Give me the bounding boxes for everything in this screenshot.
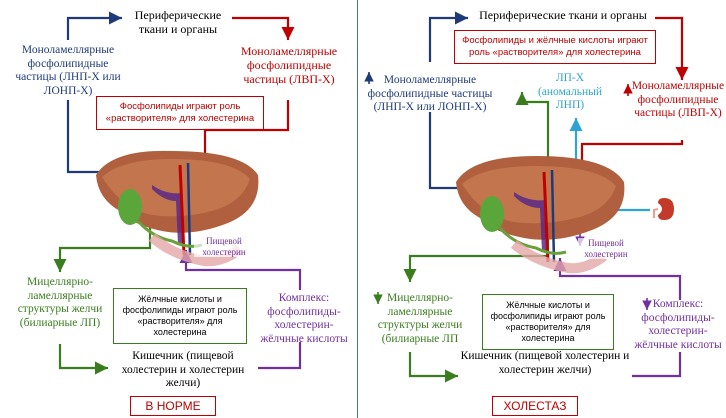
left-phospholipid-solvent-box: Фосфолипиды играют роль «растворителя» д… (96, 96, 264, 130)
right-micellar-node: Мицеллярно-ламеллярные структуры желчи (… (366, 292, 474, 346)
left-lnp-node: Моноламеллярные фосфолипидные частицы (Л… (6, 44, 130, 98)
left-lvp-node: Моноламеллярные фосфолипидные частицы (Л… (228, 44, 350, 86)
right-solvent-box: Фосфолипиды и жёлчные кислоты играют рол… (454, 30, 656, 64)
left-complex-node: Комплекс: фосфолипиды-холестерин-жёлчные… (256, 292, 352, 346)
right-lnp-node: Моноламеллярные фосфолипидные частицы (Л… (366, 74, 494, 115)
right-peripheral-tissues-node: Периферические ткани и органы (468, 8, 658, 22)
left-arrow-red-down (205, 18, 288, 162)
left-micellar-node: Мицеллярно-ламеллярные структуры желчи (… (6, 276, 114, 330)
left-peripheral-tissues-node: Периферические ткани и органы (124, 8, 232, 36)
left-dietary-cholesterol-label: Пищевой холестерин (194, 236, 254, 257)
right-intestine-node: Кишечник (пищевой холестерин и холестери… (460, 350, 630, 377)
right-bile-acid-solvent-box: Жёлчные кислоты и фосфолипиды играют рол… (482, 294, 614, 350)
right-lpx-node: ЛП-Х (аномальный ЛНП) (534, 72, 606, 113)
left-intestine-node: Кишечник (пищевой холестерин и холестери… (110, 350, 256, 391)
left-bile-acid-solvent-box: Жёлчные кислоты и фосфолипиды играют рол… (113, 288, 247, 344)
right-footer-cholestasis: ХОЛЕСТАЗ (492, 396, 578, 416)
kidney-illustration (652, 196, 676, 222)
left-footer-normal: В НОРМЕ (130, 396, 216, 416)
right-dietary-cholesterol-label: Пищевой холестерин (578, 238, 634, 259)
right-lvp-node: Моноламеллярные фосфолипидные частицы (Л… (630, 80, 726, 121)
right-complex-node: Комплекс: фосфолипиды-холестерин-жёлчные… (630, 298, 726, 352)
